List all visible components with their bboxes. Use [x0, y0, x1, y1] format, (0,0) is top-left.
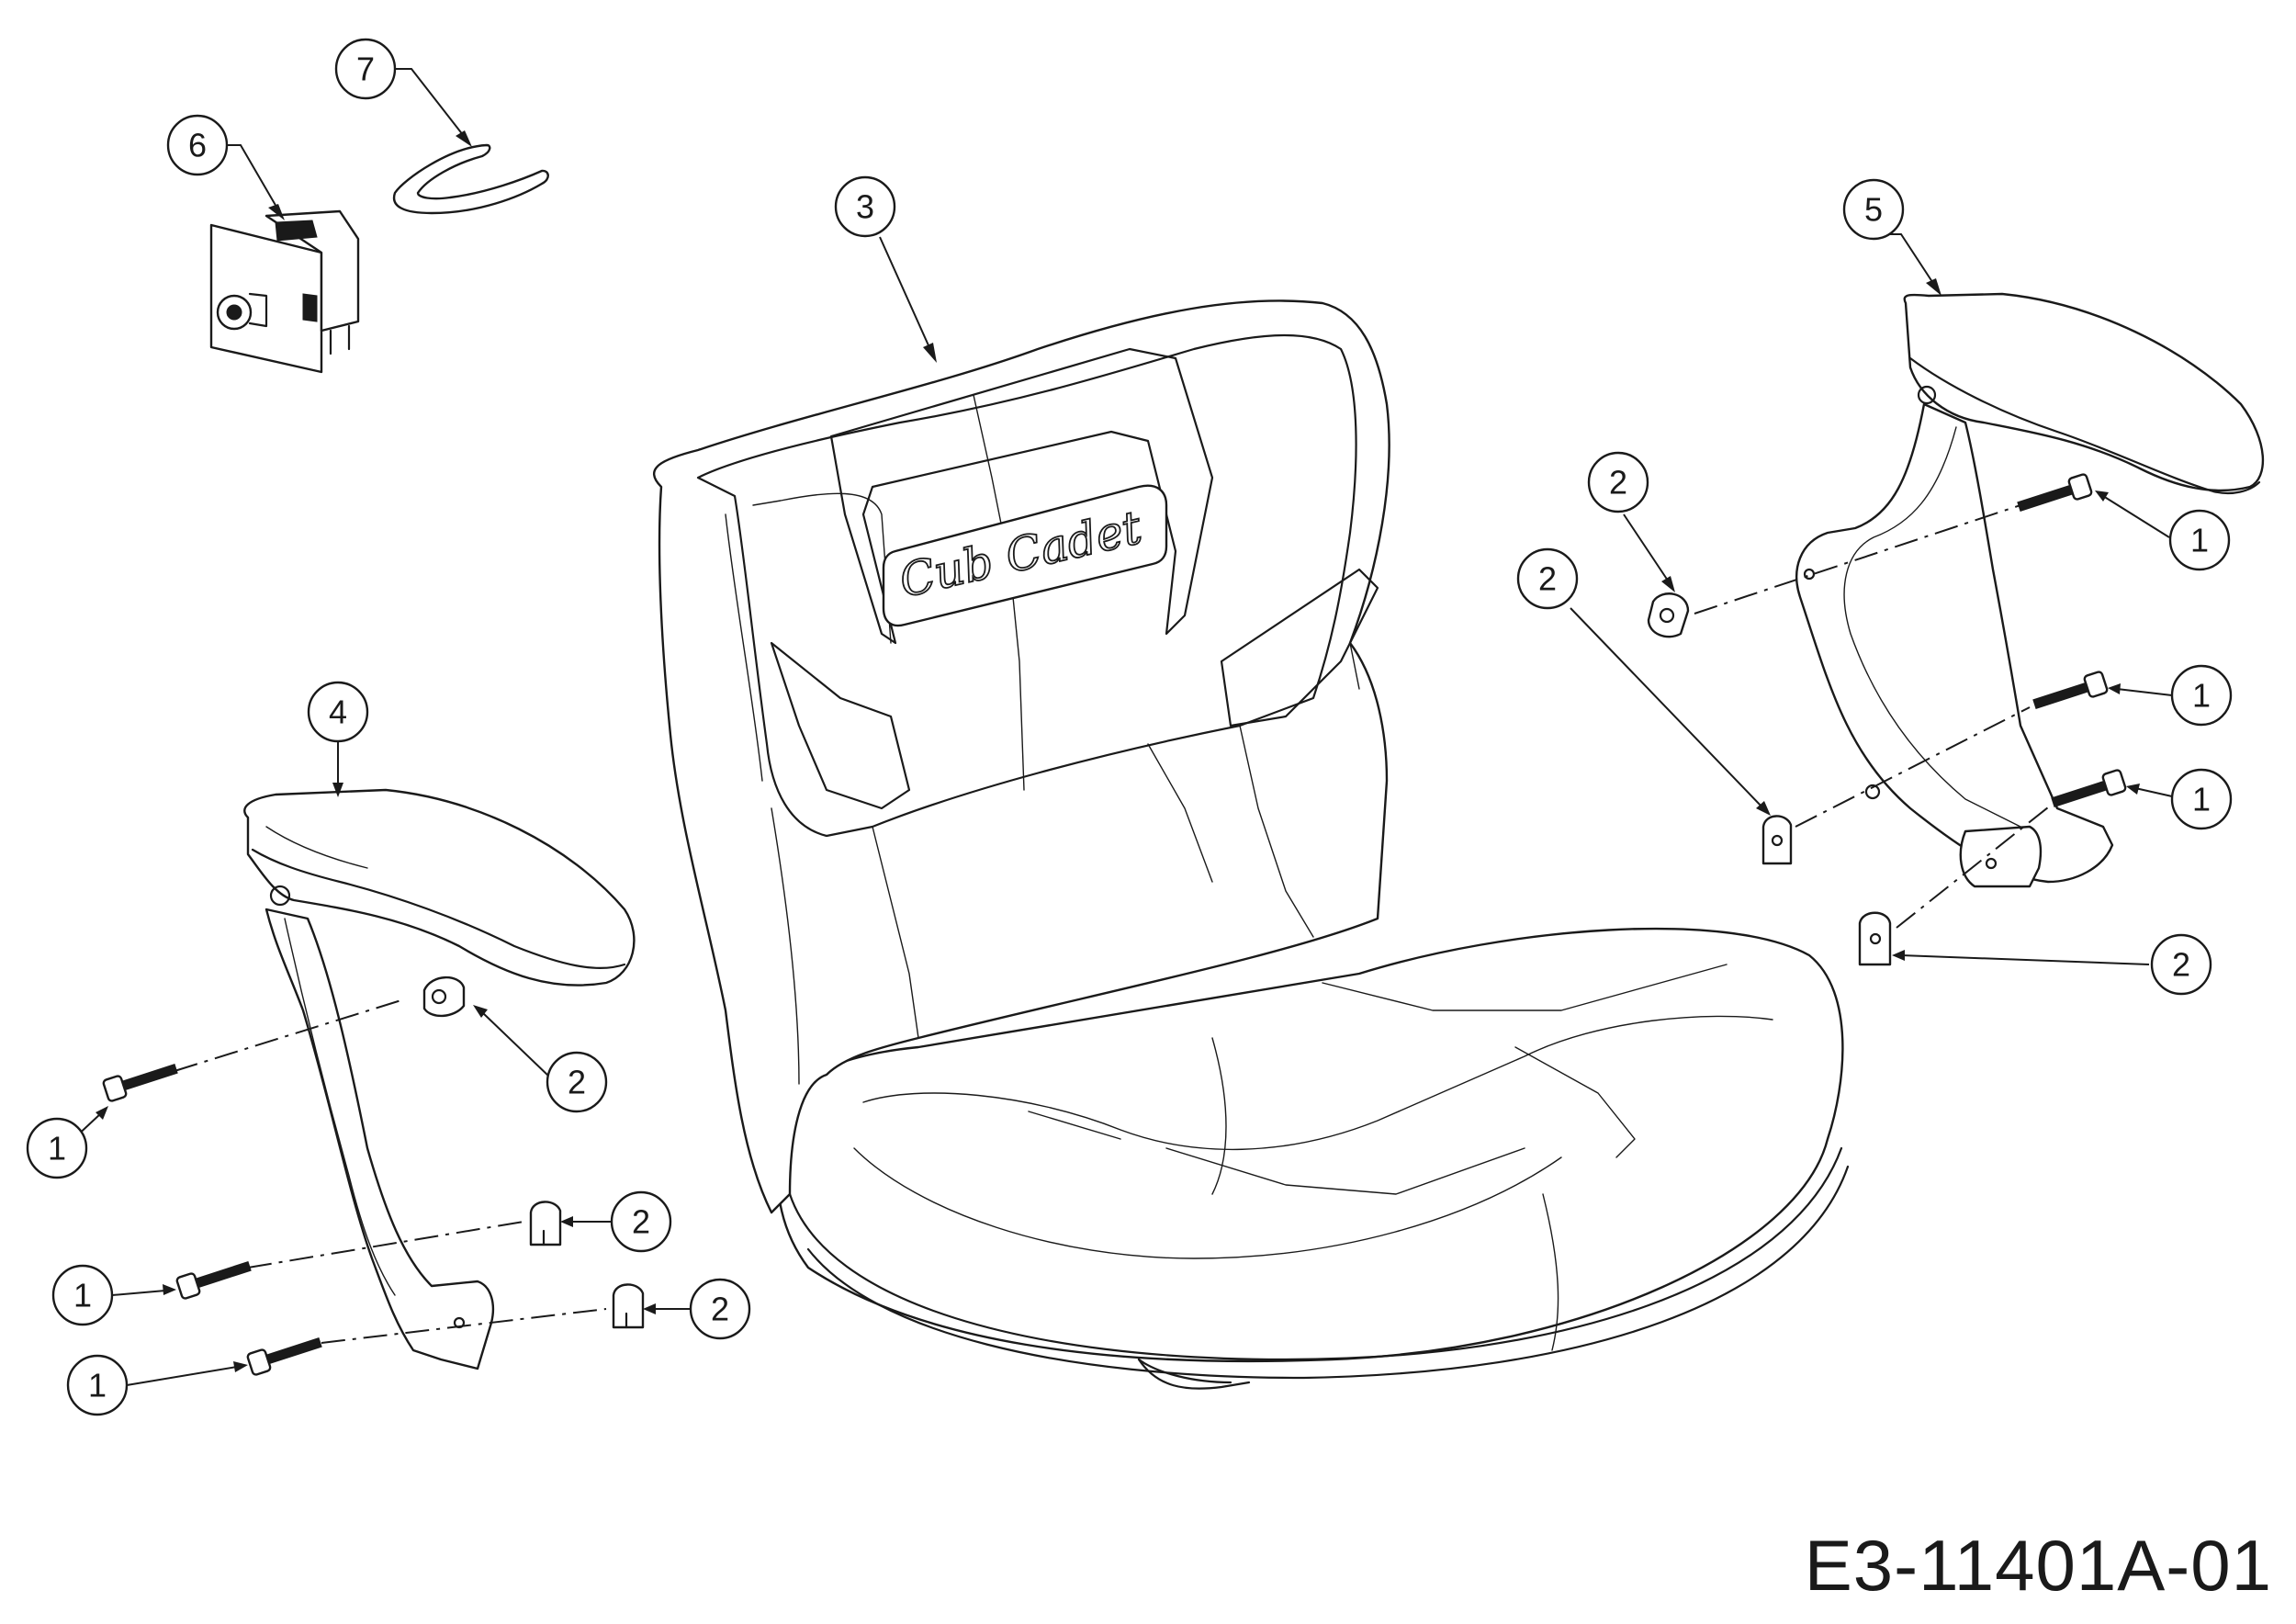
screw-right-2	[2032, 671, 2109, 710]
clip-left-1	[422, 976, 466, 1018]
svg-text:1: 1	[2190, 522, 2209, 559]
drawing-code: E3-11401A-01	[1804, 1525, 2272, 1606]
svg-text:2: 2	[1609, 464, 1627, 502]
svg-text:5: 5	[1864, 191, 1883, 229]
svg-text:2: 2	[711, 1291, 729, 1328]
svg-text:2: 2	[1538, 560, 1557, 598]
clip-left-3	[612, 1283, 645, 1329]
screw-right-3	[2051, 769, 2127, 808]
svg-text:1: 1	[88, 1367, 107, 1404]
clip-right-3	[1858, 911, 1892, 966]
svg-text:6: 6	[188, 127, 207, 164]
svg-text:2: 2	[568, 1064, 586, 1101]
callout-2-left-mid: 2	[610, 1190, 672, 1253]
screw-left-2	[175, 1260, 252, 1300]
callout-3: 3	[834, 175, 896, 238]
svg-text:3: 3	[856, 188, 874, 226]
callout-1-left-bottom: 1	[66, 1354, 129, 1416]
svg-text:1: 1	[2192, 781, 2211, 818]
screw-left-1	[102, 1063, 178, 1102]
right-armrest-part-5	[1795, 292, 2265, 888]
svg-text:2: 2	[632, 1203, 650, 1241]
seat-part-3: Cub Cadet	[653, 299, 1850, 1390]
svg-text:7: 7	[356, 51, 375, 88]
callout-1-right-bottom: 1	[2170, 768, 2233, 830]
callout-2-left-bottom: 2	[689, 1278, 751, 1340]
callout-7: 7	[334, 38, 397, 100]
callout-2-left-top: 2	[546, 1051, 608, 1113]
svg-text:4: 4	[329, 694, 347, 731]
callout-1-left-mid: 1	[51, 1264, 114, 1326]
callout-5: 5	[1842, 178, 1905, 241]
svg-text:1: 1	[2192, 677, 2211, 715]
clip-right-1	[1647, 592, 1690, 638]
callout-2-right-bottom: 2	[2150, 933, 2212, 996]
u-clip-part-7	[392, 143, 549, 215]
svg-text:2: 2	[2172, 946, 2190, 984]
screw-right-1	[2017, 473, 2093, 513]
assembly-centerlines	[174, 504, 2054, 1344]
screw-left-3	[246, 1336, 322, 1376]
svg-text:1: 1	[48, 1130, 66, 1167]
switch-part-6	[209, 209, 360, 374]
callout-1-right-top: 1	[2168, 509, 2231, 571]
callout-1-left-top: 1	[26, 1117, 88, 1179]
callout-1-right-mid: 1	[2170, 664, 2233, 727]
clip-left-2	[529, 1201, 562, 1246]
callout-6: 6	[166, 114, 229, 176]
clip-right-2	[1761, 815, 1793, 865]
callout-2-right-mid: 2	[1516, 547, 1579, 610]
left-armrest-part-4	[243, 788, 636, 1370]
svg-text:1: 1	[73, 1277, 92, 1314]
callout-4: 4	[307, 681, 369, 743]
leader-lines	[73, 68, 2173, 1386]
callout-2-right-top: 2	[1587, 451, 1649, 513]
